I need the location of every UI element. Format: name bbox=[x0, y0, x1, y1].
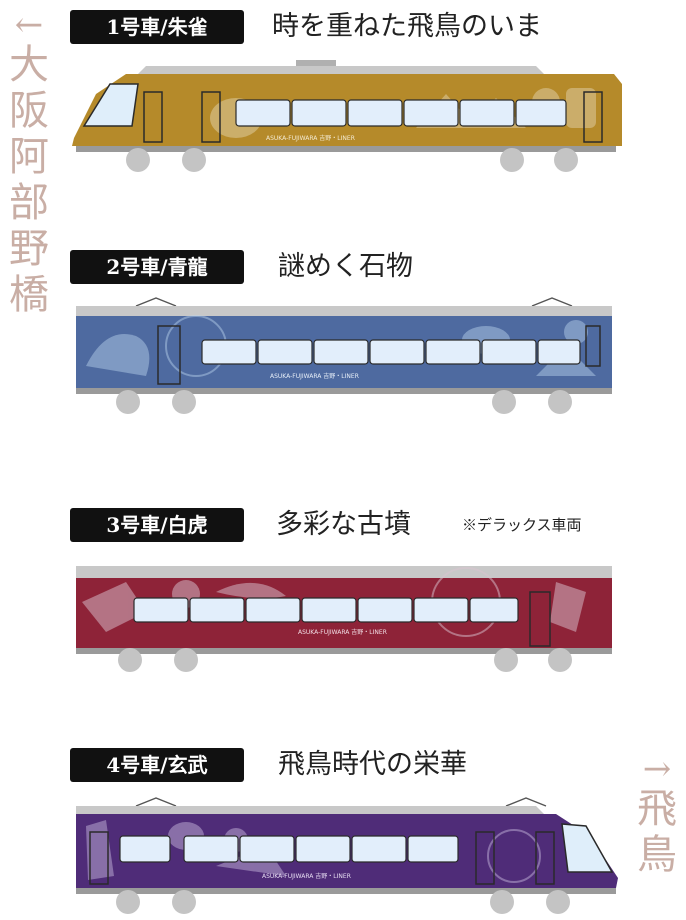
pantograph bbox=[135, 297, 573, 307]
roof-equipment bbox=[296, 60, 336, 66]
underframe bbox=[76, 388, 612, 394]
door bbox=[529, 591, 551, 647]
door bbox=[143, 91, 163, 143]
car-illustration: ASUKA-FUJIWARA 吉野・LINER bbox=[72, 60, 622, 172]
car-side-text: ASUKA-FUJIWARA 吉野・LINER bbox=[266, 134, 355, 142]
origin-char: 部 bbox=[9, 180, 49, 226]
car-illustration: ASUKA-FUJIWARA 吉野・LINER bbox=[76, 797, 618, 914]
origin-station-name: 大 阪 阿 部 野 橋 bbox=[4, 42, 54, 318]
passenger-windows bbox=[133, 597, 519, 623]
underframe bbox=[76, 888, 616, 894]
car-section-2: 2号車/青龍 謎めく石物 ASUKA-FUJIWARA 吉野・LI bbox=[0, 240, 686, 420]
door bbox=[89, 831, 109, 885]
door bbox=[157, 325, 181, 385]
origin-station-label: ← 大 阪 阿 部 野 橋 bbox=[4, 8, 54, 318]
car-roof bbox=[76, 806, 544, 814]
wheels bbox=[118, 648, 572, 672]
door bbox=[201, 91, 221, 143]
car-roof bbox=[76, 566, 612, 578]
wheels bbox=[126, 148, 578, 172]
car-side-text: ASUKA-FUJIWARA 吉野・LINER bbox=[262, 872, 351, 880]
car-theme: 時を重ねた飛鳥のいま bbox=[272, 11, 542, 42]
origin-char: 橋 bbox=[9, 272, 49, 318]
origin-char: 阿 bbox=[9, 134, 49, 180]
passenger-windows bbox=[235, 99, 567, 127]
car-side-text: ASUKA-FUJIWARA 吉野・LINER bbox=[270, 372, 359, 380]
car-theme: 謎めく石物 bbox=[278, 251, 413, 282]
car-roof bbox=[76, 306, 612, 316]
destination-char: 鳥 bbox=[637, 832, 677, 878]
origin-char: 大 bbox=[9, 42, 49, 88]
car-illustration: ASUKA-FUJIWARA 吉野・LINER bbox=[76, 297, 612, 414]
car-roof bbox=[138, 66, 544, 74]
car-section-3: 3号車/白虎 多彩な古墳 ※デラックス車両 ASUKA-FUJIWARA 吉野・… bbox=[0, 500, 686, 680]
car-illustration: ASUKA-FUJIWARA 吉野・LINER bbox=[76, 566, 612, 672]
car-theme: 飛鳥時代の栄華 bbox=[278, 749, 467, 780]
destination-station-label: → 飛 鳥 bbox=[630, 752, 684, 878]
cab-window bbox=[561, 823, 614, 873]
car-badge: 2号車/青龍 bbox=[70, 250, 244, 284]
pantograph bbox=[135, 797, 547, 807]
origin-char: 阪 bbox=[9, 88, 49, 134]
door bbox=[585, 325, 601, 367]
car-badge: 1号車/朱雀 bbox=[70, 10, 244, 44]
origin-char: 野 bbox=[9, 226, 49, 272]
right-arrow-icon: → bbox=[642, 749, 672, 789]
car-side-text: ASUKA-FUJIWARA 吉野・LINER bbox=[298, 628, 387, 636]
door bbox=[475, 831, 495, 885]
passenger-windows bbox=[119, 835, 459, 863]
wheels bbox=[116, 890, 570, 914]
cab-window bbox=[82, 83, 139, 127]
door bbox=[583, 91, 603, 143]
deluxe-car-note: ※デラックス車両 bbox=[462, 516, 582, 534]
underframe bbox=[76, 648, 612, 654]
passenger-windows bbox=[201, 339, 581, 365]
left-arrow-icon: ← bbox=[14, 5, 44, 45]
destination-char: 飛 bbox=[637, 786, 677, 832]
car-section-1: 1号車/朱雀 時を重ねた飛鳥のいま ASUKA-FUJIW bbox=[0, 0, 686, 180]
car-badge: 3号車/白虎 bbox=[70, 508, 244, 542]
door bbox=[535, 831, 555, 885]
wheels bbox=[116, 390, 572, 414]
underframe bbox=[76, 146, 616, 152]
car-section-4: 4号車/玄武 飛鳥時代の栄華 ASUKA bbox=[0, 740, 686, 920]
car-theme: 多彩な古墳 bbox=[276, 509, 411, 540]
destination-station-name: 飛 鳥 bbox=[630, 786, 684, 878]
car-badge: 4号車/玄武 bbox=[70, 748, 244, 782]
